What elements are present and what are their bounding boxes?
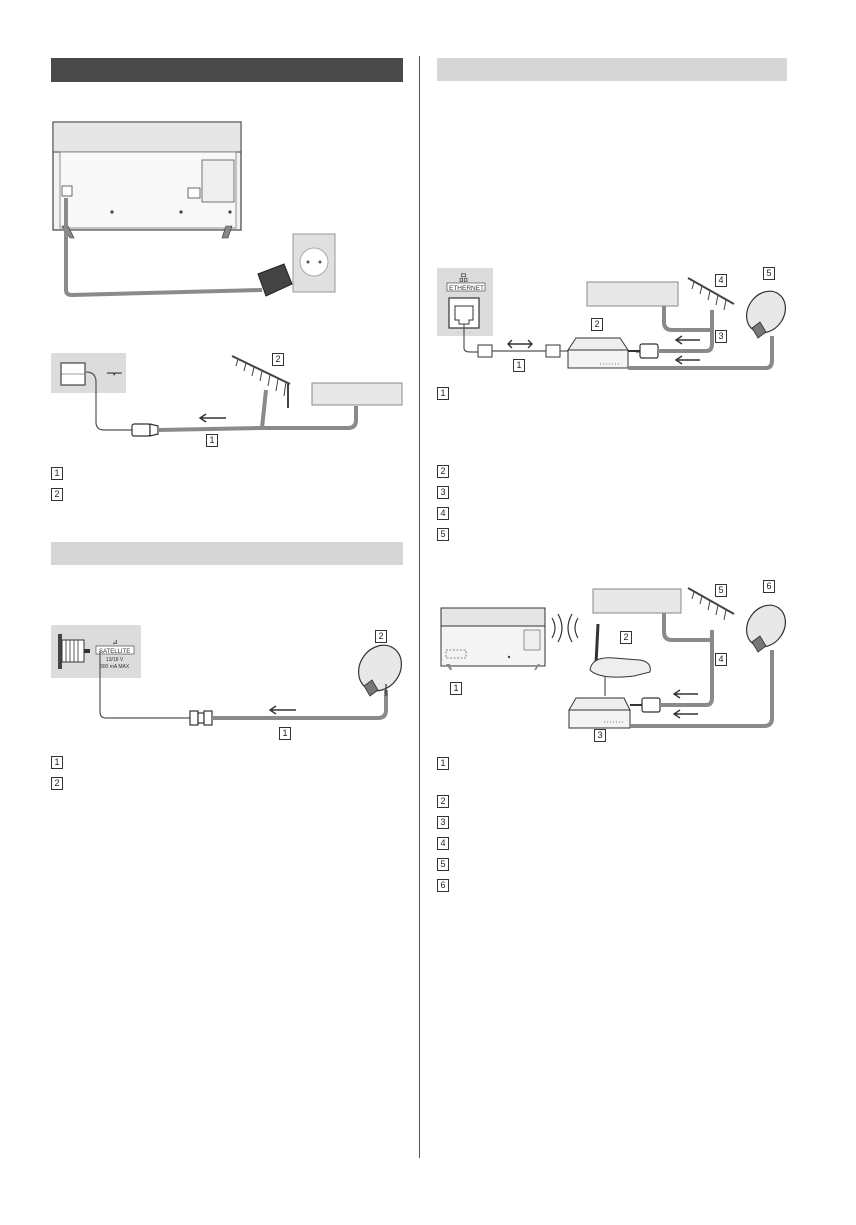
- wireless-legend-4: 4: [437, 837, 449, 850]
- satellite-callout-2: 2: [375, 630, 387, 643]
- wired-legend-1: 1: [437, 387, 449, 400]
- satellite-port-panel: [51, 625, 141, 678]
- wireless-set-top-box-icon: [568, 697, 631, 729]
- mains-cable: [64, 198, 263, 298]
- wired-callout-2: 2: [591, 318, 603, 331]
- wired-grey-box: [586, 281, 679, 307]
- satellite-port-connector: [61, 639, 85, 663]
- satellite-section-header: [51, 542, 403, 565]
- wall-socket-face: [299, 247, 329, 277]
- tv-stand-left: [61, 225, 75, 239]
- wired-legend-2: 2: [437, 465, 449, 478]
- satellite-cable: [212, 690, 388, 720]
- satellite-cable-thin: [99, 651, 190, 719]
- wireless-aerial-plug: [641, 697, 661, 713]
- tv-stand-right: [221, 225, 233, 239]
- wall-socket: [292, 233, 336, 293]
- aerial-port-panel: [51, 353, 126, 393]
- lan-cable-tv: [463, 324, 478, 353]
- satellite-dish-mini-icon: ⊿: [112, 639, 118, 646]
- ethernet-port-label: ETHERNET: [449, 285, 484, 292]
- wireless-aerial-antenna-icon: [687, 587, 735, 621]
- wired-legend-3: 3: [437, 486, 449, 499]
- wireless-grey-box: [592, 588, 682, 614]
- satellite-port-label-box: [95, 645, 135, 655]
- wireless-legend-2: 2: [437, 795, 449, 808]
- satellite-callout-1: 1: [279, 727, 291, 740]
- aerial-cable: [85, 371, 132, 431]
- mains-plug: [257, 263, 293, 297]
- aerial-legend-1: 1: [51, 467, 63, 480]
- tv-port-block: [187, 187, 201, 199]
- tv-screw-3: [228, 210, 232, 214]
- column-divider: [419, 56, 420, 1158]
- wired-aerial-antenna-icon: [687, 277, 735, 311]
- wireless-tv-icon: [440, 607, 546, 670]
- wireless-callout-4: 4: [715, 653, 727, 666]
- wireless-legend-3: 3: [437, 816, 449, 829]
- satellite-legend-1: 1: [51, 756, 63, 769]
- wired-callout-5: 5: [763, 267, 775, 280]
- mains-section-header: [51, 58, 403, 82]
- aerial-callout-2: 2: [272, 353, 284, 366]
- wired-callout-1: 1: [513, 359, 525, 372]
- aerial-port-connector: [60, 362, 86, 386]
- aerial-legend-2: 2: [51, 488, 63, 501]
- satellite-port-spec-2: 300 mA MAX: [100, 664, 130, 670]
- lan-plug-2: [545, 344, 561, 358]
- aerial-plug: [131, 423, 151, 437]
- satellite-port-label: SATELLITE: [99, 649, 130, 655]
- wireless-callout-1: 1: [450, 682, 462, 695]
- wireless-callout-3: 3: [594, 729, 606, 742]
- wired-legend-5: 5: [437, 528, 449, 541]
- aerial-callout-1: 1: [206, 434, 218, 447]
- tv-power-socket: [61, 185, 73, 197]
- wired-satellite-dish-icon: [745, 290, 787, 339]
- wireless-callout-5: 5: [715, 584, 727, 597]
- satellite-signal-arrow: [268, 705, 296, 715]
- network-section-header: [437, 58, 787, 81]
- wireless-satellite-dish-icon: [745, 604, 787, 653]
- f-connector: [189, 710, 199, 726]
- wired-legend-4: 4: [437, 507, 449, 520]
- satellite-dish-icon: [358, 644, 402, 697]
- lan-plug-1: [477, 344, 493, 358]
- wired-callout-4: 4: [715, 274, 727, 287]
- wired-aerial-plug: [639, 343, 659, 359]
- network-port-icon: 品: [459, 273, 468, 283]
- tv-screw-1: [110, 210, 114, 214]
- aerial-port-symbol: ᅮ: [106, 364, 123, 384]
- wireless-legend-6: 6: [437, 879, 449, 892]
- signal-arrow: [198, 413, 226, 423]
- wireless-signal-icon: [551, 613, 579, 643]
- satellite-legend-2: 2: [51, 777, 63, 790]
- tv-terminal-box: [201, 159, 235, 203]
- tv-inner-panel: [59, 151, 237, 229]
- ethernet-socket: [448, 297, 480, 329]
- tv-screw-2: [179, 210, 183, 214]
- wireless-legend-5: 5: [437, 858, 449, 871]
- set-top-box-icon: [567, 337, 629, 369]
- wireless-legend-1: 1: [437, 757, 449, 770]
- aerial-grey-box: [311, 382, 403, 406]
- satellite-port-spec-1: 13/18 V: [106, 657, 124, 663]
- bidirectional-arrow: [507, 339, 533, 349]
- tv-back-panel: [52, 121, 242, 231]
- wired-callout-3: 3: [715, 330, 727, 343]
- wireless-callout-6: 6: [763, 580, 775, 593]
- ethernet-port-panel: [437, 268, 493, 336]
- wireless-callout-2: 2: [620, 631, 632, 644]
- tv-top-edge: [52, 121, 242, 153]
